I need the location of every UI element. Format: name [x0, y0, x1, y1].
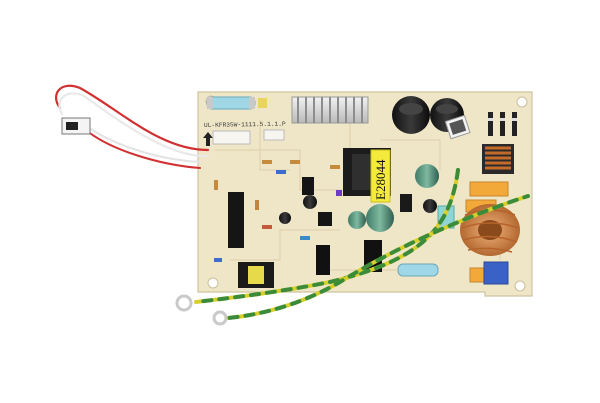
relay-bottom-left [238, 262, 274, 288]
ring-terminal-2 [212, 310, 228, 326]
large-capacitor-1 [392, 96, 430, 134]
ic-chip-3 [318, 212, 332, 226]
small-black-capacitor-1 [303, 195, 317, 209]
sticker-code-label: E28044 [373, 159, 388, 200]
switch-wire [55, 84, 210, 169]
ic-chip-2 [302, 177, 314, 195]
yellow-green-ground-wire-2 [226, 194, 530, 320]
small-black-capacitor-2 [279, 212, 291, 224]
choke-inductor-top [482, 144, 514, 174]
fuse [206, 96, 267, 110]
blue-fuse-lower [397, 263, 439, 277]
regulator [400, 194, 412, 212]
board-code-label: UL-KFR35W-1111.5.1.1.P [204, 121, 286, 129]
green-capacitor-2 [366, 204, 394, 232]
small-black-capacitor-3 [423, 199, 437, 213]
resistors [214, 160, 342, 262]
x-capacitor-1 [469, 181, 509, 197]
barcode-sticker [444, 114, 471, 140]
heat-sink [291, 96, 369, 124]
copper-toroid-inductor [460, 204, 520, 256]
micro-switch [61, 117, 91, 135]
ring-terminal-1 [175, 294, 193, 312]
green-capacitor-1 [415, 164, 439, 188]
white-connector [212, 130, 251, 145]
arrow-mark [203, 132, 213, 146]
relay-1 [316, 245, 330, 275]
yellow-sticker: E28044 [370, 149, 391, 203]
yellow-green-ground-wire-1 [194, 168, 460, 304]
green-capacitor-3 [348, 211, 366, 229]
microcontroller-ic [228, 192, 244, 248]
blue-component [483, 261, 509, 285]
white-connector-2 [263, 129, 285, 141]
diode-array [488, 112, 517, 136]
